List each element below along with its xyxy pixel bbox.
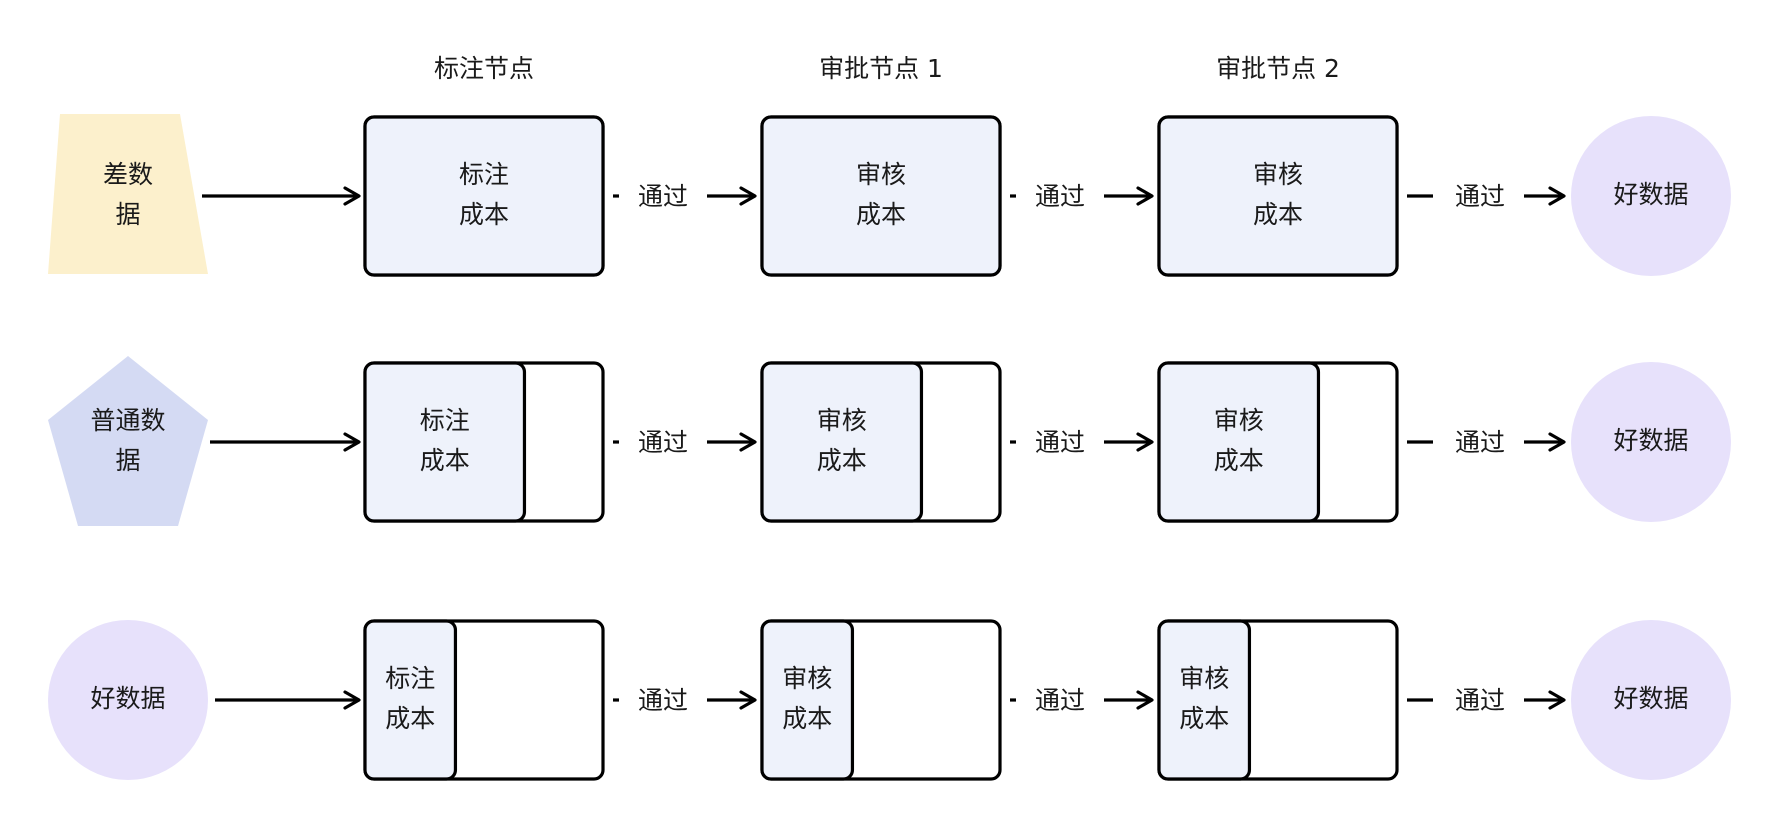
circle-shape xyxy=(1571,620,1731,780)
cost-block xyxy=(1157,361,1321,523)
pass-connector: 通过 xyxy=(1407,182,1566,211)
cost-block xyxy=(760,619,855,781)
pass-connector: 通过 xyxy=(613,686,757,715)
cost-block xyxy=(760,115,1002,277)
pass-connector: 通过 xyxy=(1010,686,1154,715)
input-label: 好数据 xyxy=(90,684,165,713)
cost-label: 审核 xyxy=(782,664,832,693)
column-header-1: 标注节点 xyxy=(434,54,534,83)
input-label: 差数 xyxy=(103,160,153,189)
pass-label: 通过 xyxy=(638,182,688,211)
column-headers: 标注节点 审批节点 1 审批节点 2 xyxy=(434,54,1340,83)
cost-label: 成本 xyxy=(1214,446,1264,475)
flow-row-2: 普通数据标注成本通过审核成本通过审核成本通过好数据 xyxy=(48,356,1731,526)
pass-connector: 通过 xyxy=(1010,428,1154,457)
input-label: 据 xyxy=(115,446,140,475)
column-header-3: 审批节点 2 xyxy=(1216,54,1340,83)
pass-label: 通过 xyxy=(638,428,688,457)
pass-label: 通过 xyxy=(638,686,688,715)
pass-connector: 通过 xyxy=(613,182,757,211)
pass-label: 通过 xyxy=(1455,182,1505,211)
output-label: 好数据 xyxy=(1613,684,1688,713)
cost-label: 成本 xyxy=(817,446,867,475)
output-node: 好数据 xyxy=(1571,620,1731,780)
cost-label: 标注 xyxy=(385,664,435,693)
pass-connector: 通过 xyxy=(613,428,757,457)
pass-connector: 通过 xyxy=(1010,182,1154,211)
output-node: 好数据 xyxy=(1571,116,1731,276)
cost-label: 成本 xyxy=(782,704,832,733)
cost-label: 成本 xyxy=(1179,704,1229,733)
cost-block xyxy=(363,619,458,781)
output-node: 好数据 xyxy=(1571,362,1731,522)
cost-block xyxy=(1157,115,1399,277)
cost-label: 标注 xyxy=(459,160,509,189)
output-label: 好数据 xyxy=(1613,180,1688,209)
flow-rows: 差数据标注成本通过审核成本通过审核成本通过好数据普通数据标注成本通过审核成本通过… xyxy=(48,114,1731,781)
cost-label: 成本 xyxy=(1253,200,1303,229)
cost-label: 成本 xyxy=(420,446,470,475)
input-node: 差数据 xyxy=(48,114,208,274)
pass-label: 通过 xyxy=(1455,428,1505,457)
pass-label: 通过 xyxy=(1455,686,1505,715)
cost-label: 成本 xyxy=(459,200,509,229)
column-header-2: 审批节点 1 xyxy=(819,54,943,83)
cost-label: 审核 xyxy=(1214,406,1264,435)
cost-label: 标注 xyxy=(420,406,470,435)
circle-shape xyxy=(1571,362,1731,522)
cost-label: 成本 xyxy=(385,704,435,733)
cost-label: 成本 xyxy=(856,200,906,229)
pentagon-shape xyxy=(48,356,208,526)
cost-label: 审核 xyxy=(856,160,906,189)
pass-connector: 通过 xyxy=(1407,686,1566,715)
input-label: 据 xyxy=(115,200,140,229)
cost-label: 审核 xyxy=(1253,160,1303,189)
output-label: 好数据 xyxy=(1613,426,1688,455)
circle-shape xyxy=(1571,116,1731,276)
pass-connector: 通过 xyxy=(1407,428,1566,457)
pass-label: 通过 xyxy=(1035,686,1085,715)
cost-block xyxy=(363,115,605,277)
input-label: 普通数 xyxy=(90,406,165,435)
pass-label: 通过 xyxy=(1035,428,1085,457)
flow-row-1: 差数据标注成本通过审核成本通过审核成本通过好数据 xyxy=(48,114,1731,277)
trapezoid-shape xyxy=(48,114,208,274)
cost-block xyxy=(363,361,527,523)
cost-label: 审核 xyxy=(817,406,867,435)
pass-label: 通过 xyxy=(1035,182,1085,211)
cost-block xyxy=(760,361,924,523)
cost-label: 审核 xyxy=(1179,664,1229,693)
input-node: 好数据 xyxy=(48,620,208,780)
cost-block xyxy=(1157,619,1252,781)
circle-shape xyxy=(48,620,208,780)
